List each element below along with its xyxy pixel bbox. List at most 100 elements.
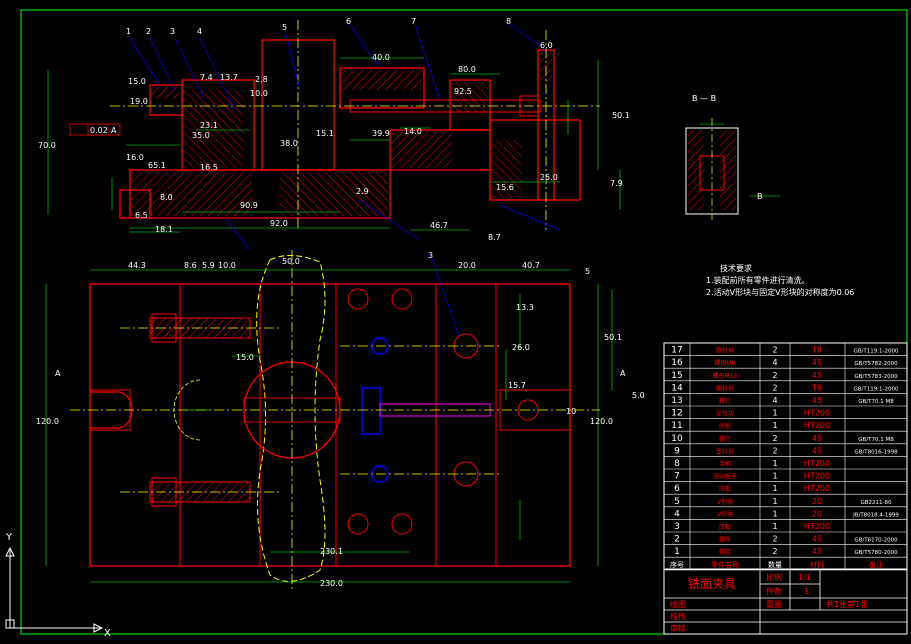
top-dim-15-7: 15.7	[508, 381, 526, 390]
ucs-y-label: Y	[5, 532, 13, 543]
parts-row-name: 圆柱销	[716, 384, 734, 392]
pieces-label: 件数	[766, 586, 782, 596]
parts-row-no: 3	[674, 522, 680, 532]
scale-label: 比例	[766, 572, 782, 582]
parts-row-name: 压板	[719, 523, 731, 531]
balloon-3: 3	[170, 27, 175, 36]
top-dim-26: 26.0	[512, 343, 530, 352]
check-label: 校核	[670, 611, 686, 621]
top-dim-8-6: 8.6	[184, 261, 197, 270]
parts-row-qty: 1	[772, 522, 777, 531]
dim-25: 25.0	[540, 173, 558, 182]
section-b-right-label: B	[757, 192, 763, 201]
parts-row-no: 12	[671, 409, 682, 419]
parts-row-no: 10	[671, 434, 683, 444]
parts-row-note: GB/T70.1 M8	[858, 399, 894, 405]
dim-15-1: 15.1	[316, 129, 334, 138]
parts-header-name: 零件名称	[711, 560, 739, 569]
parts-row-qty: 1	[772, 409, 777, 418]
balloon-6: 6	[346, 17, 351, 26]
drawing-name: 铣面夹具	[688, 577, 736, 591]
parts-row-name: 活动板手	[713, 473, 737, 481]
parts-header-qty: 数量	[768, 560, 782, 569]
sheet-info: 共1张第1张	[826, 599, 868, 609]
top-dim-50-1: 50.1	[604, 333, 622, 342]
parts-row-no: 5	[674, 497, 680, 507]
parts-row-material: HT200	[804, 472, 830, 481]
parts-row-qty: 1	[772, 459, 777, 468]
parts-row-qty: 1	[772, 497, 777, 506]
parts-row-no: 7	[674, 472, 680, 482]
dim-38: 38.0	[280, 139, 298, 148]
parts-header-no: 序号	[670, 560, 684, 569]
parts-row-material: HT200	[804, 409, 830, 418]
parts-row-no: 13	[671, 396, 682, 406]
dim-92-5: 92.5	[454, 87, 472, 96]
parts-row-material: 20	[812, 509, 822, 518]
ucs-x-label: X	[104, 628, 111, 639]
approve-label: 审核	[670, 623, 686, 633]
dim-46-7: 46.7	[430, 221, 448, 230]
top-dim-10b: 10	[566, 407, 576, 416]
top-dim-13-3: 13.3	[516, 303, 534, 312]
front-section-view: 0.02 A 1 2 3 4 5 6 7 8 40.0 80.0 92.5 6.…	[38, 17, 630, 251]
top-dim-3: 3	[428, 251, 433, 260]
top-dim-50: 50.0	[282, 257, 300, 266]
dim-16: 16.0	[126, 153, 144, 162]
parts-row-name: 压板	[719, 485, 731, 493]
parts-row-material: HT200	[804, 421, 830, 430]
dim-6-5: 6.5	[135, 211, 148, 220]
dim-16-5: 16.5	[200, 163, 218, 172]
dim-2-8: 2.8	[255, 75, 268, 84]
mark-5: 5	[585, 267, 590, 276]
top-view-a-left: A	[55, 369, 61, 378]
parts-row-material: 45	[812, 371, 822, 380]
parts-row-name: 螺栓	[719, 548, 731, 556]
parts-row-no: 2	[674, 535, 680, 545]
parts-row-material: T8	[811, 346, 822, 355]
sheet-border	[20, 9, 908, 635]
parts-header-material: 材料	[810, 560, 824, 569]
dim-65-1: 65.1	[148, 161, 166, 170]
balloon-4: 4	[197, 27, 202, 36]
dim-90-9: 90.9	[240, 201, 258, 210]
parts-row-no: 17	[671, 346, 682, 356]
parts-row-material: HT200	[804, 522, 830, 531]
dim-40: 40.0	[372, 53, 390, 62]
parts-row-material: 45	[812, 535, 822, 544]
parts-row-qty: 1	[772, 484, 777, 493]
parts-row-no: 8	[674, 459, 680, 469]
parts-row-name: 螺母M10	[713, 372, 738, 380]
technical-requirements: 技术要求 1.装配前所有零件进行清洗。 2.活动V形块与固定V形块的对称度为0.…	[706, 263, 854, 297]
parts-row-name: 手柄	[719, 460, 731, 468]
parts-row-name: 螺钉	[719, 397, 731, 405]
weight-label: 重量	[766, 599, 782, 609]
dim-92: 92.0	[270, 219, 288, 228]
dim-6: 6.0	[540, 41, 553, 50]
parts-row-name: 定位销	[716, 447, 734, 455]
top-dim-230-1: 230.1	[320, 547, 343, 556]
parts-row-name: V形块	[717, 498, 733, 506]
balloon-1: 1	[126, 27, 131, 36]
pieces-value: 1	[804, 587, 809, 596]
parts-row-no: 1	[674, 547, 680, 557]
parts-row-material: 45	[812, 446, 822, 455]
parts-row-material: HT200	[804, 484, 830, 493]
parts-row-no: 15	[671, 371, 682, 381]
parts-row-no: 14	[671, 383, 683, 393]
dim-8-7: 8.7	[488, 233, 501, 242]
parts-row-qty: 4	[772, 396, 777, 405]
parts-row-no: 16	[671, 358, 683, 368]
dim-7-4: 7.4	[200, 73, 213, 82]
parts-row-qty: 2	[772, 371, 777, 380]
parts-header-note: 备注	[869, 560, 883, 569]
top-dim-15: 15.0	[236, 353, 254, 362]
title-block: 铣面夹具 比例 1/1 件数 1 重量 共1张第1张 绘图 校核 审核	[663, 568, 908, 635]
parts-row-name: 螺钉	[719, 435, 731, 443]
parts-row-note: GB/T5783-2000	[854, 374, 898, 380]
parts-row-qty: 2	[772, 346, 777, 355]
top-dim-40-7: 40.7	[522, 261, 540, 270]
parts-row-name: 圆柱销	[716, 347, 734, 355]
design-label: 绘图	[670, 599, 686, 609]
